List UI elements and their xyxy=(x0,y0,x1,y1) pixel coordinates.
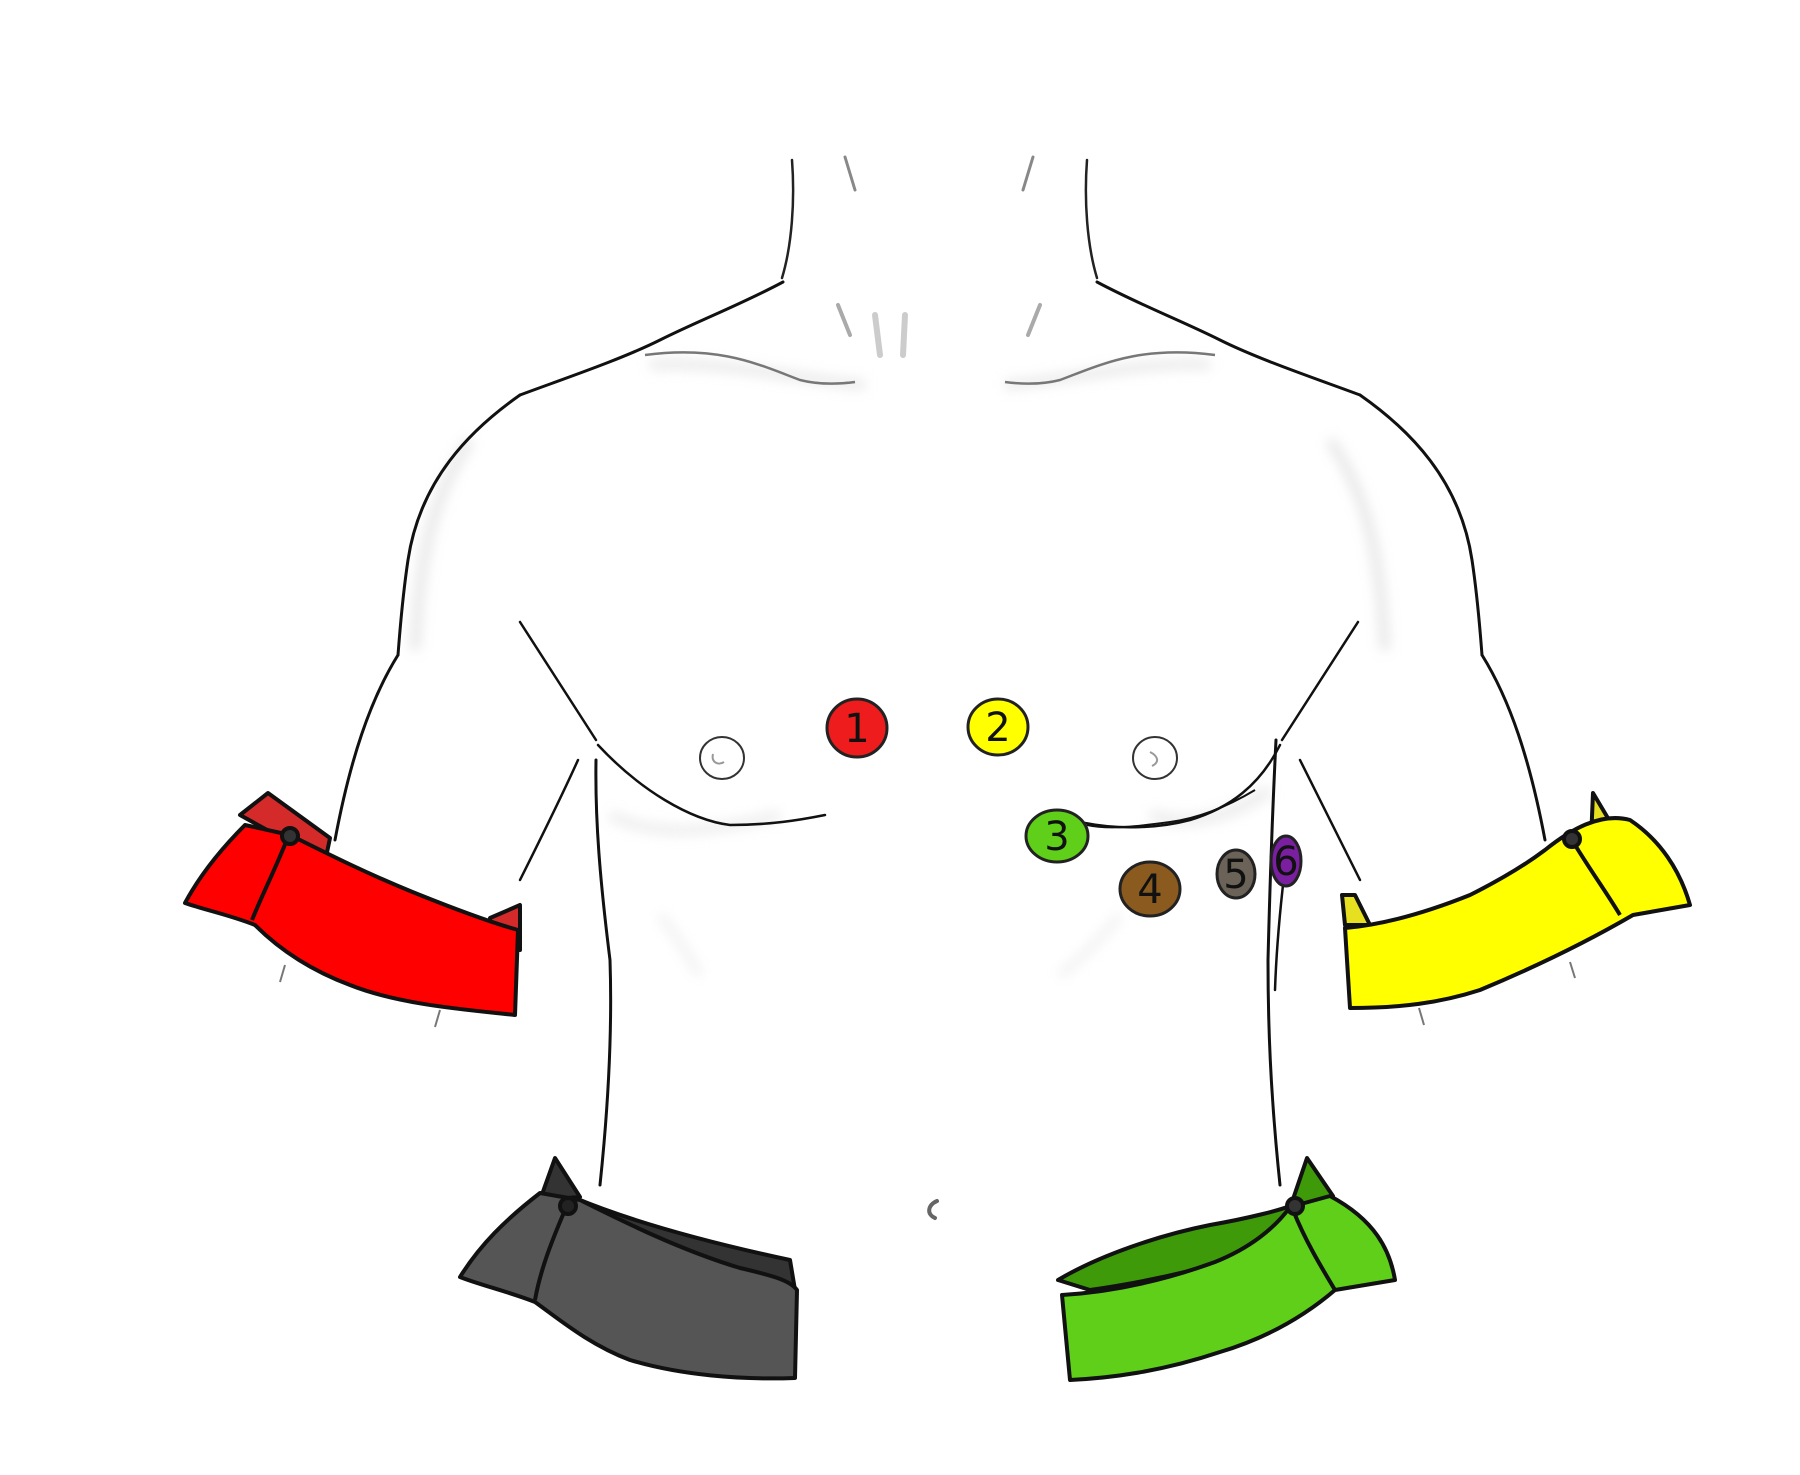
torso-outline xyxy=(333,280,1547,1187)
electrode-label: 6 xyxy=(1273,839,1298,885)
electrode-label: 4 xyxy=(1137,867,1162,913)
electrode-v5: 5 xyxy=(1215,848,1257,900)
left-leg-cuff xyxy=(1056,1156,1397,1382)
electrode-disc xyxy=(1269,834,1303,888)
electrode-v3: 3 xyxy=(1024,808,1090,864)
neck xyxy=(780,155,1099,358)
electrode-label: 5 xyxy=(1223,852,1248,898)
electrode-label: 2 xyxy=(985,705,1010,751)
lead-wire-v3 xyxy=(1086,789,1256,829)
electrode-v6: 6 xyxy=(1269,834,1303,888)
electrode-disc xyxy=(966,697,1030,757)
right-arm-cuff-hairs xyxy=(279,964,441,1028)
electrode-v4: 4 xyxy=(1118,860,1182,918)
electrode-disc xyxy=(1118,860,1182,918)
nipples xyxy=(699,736,1178,780)
electrode-disc xyxy=(1024,808,1090,864)
left-arm-cuff xyxy=(1340,791,1692,1010)
right-arm-cuff xyxy=(183,791,522,1017)
electrode-disc xyxy=(825,697,889,759)
electrode-label: 3 xyxy=(1044,814,1069,860)
navel xyxy=(927,1199,939,1220)
electrode-disc xyxy=(1215,848,1257,900)
electrode-label: 1 xyxy=(844,706,869,752)
left-arm-cuff-hairs xyxy=(1418,961,1576,1026)
right-leg-cuff xyxy=(458,1156,799,1381)
electrode-v2: 2 xyxy=(966,697,1030,757)
electrode-v1: 1 xyxy=(825,697,889,759)
clavicles xyxy=(644,351,1216,385)
